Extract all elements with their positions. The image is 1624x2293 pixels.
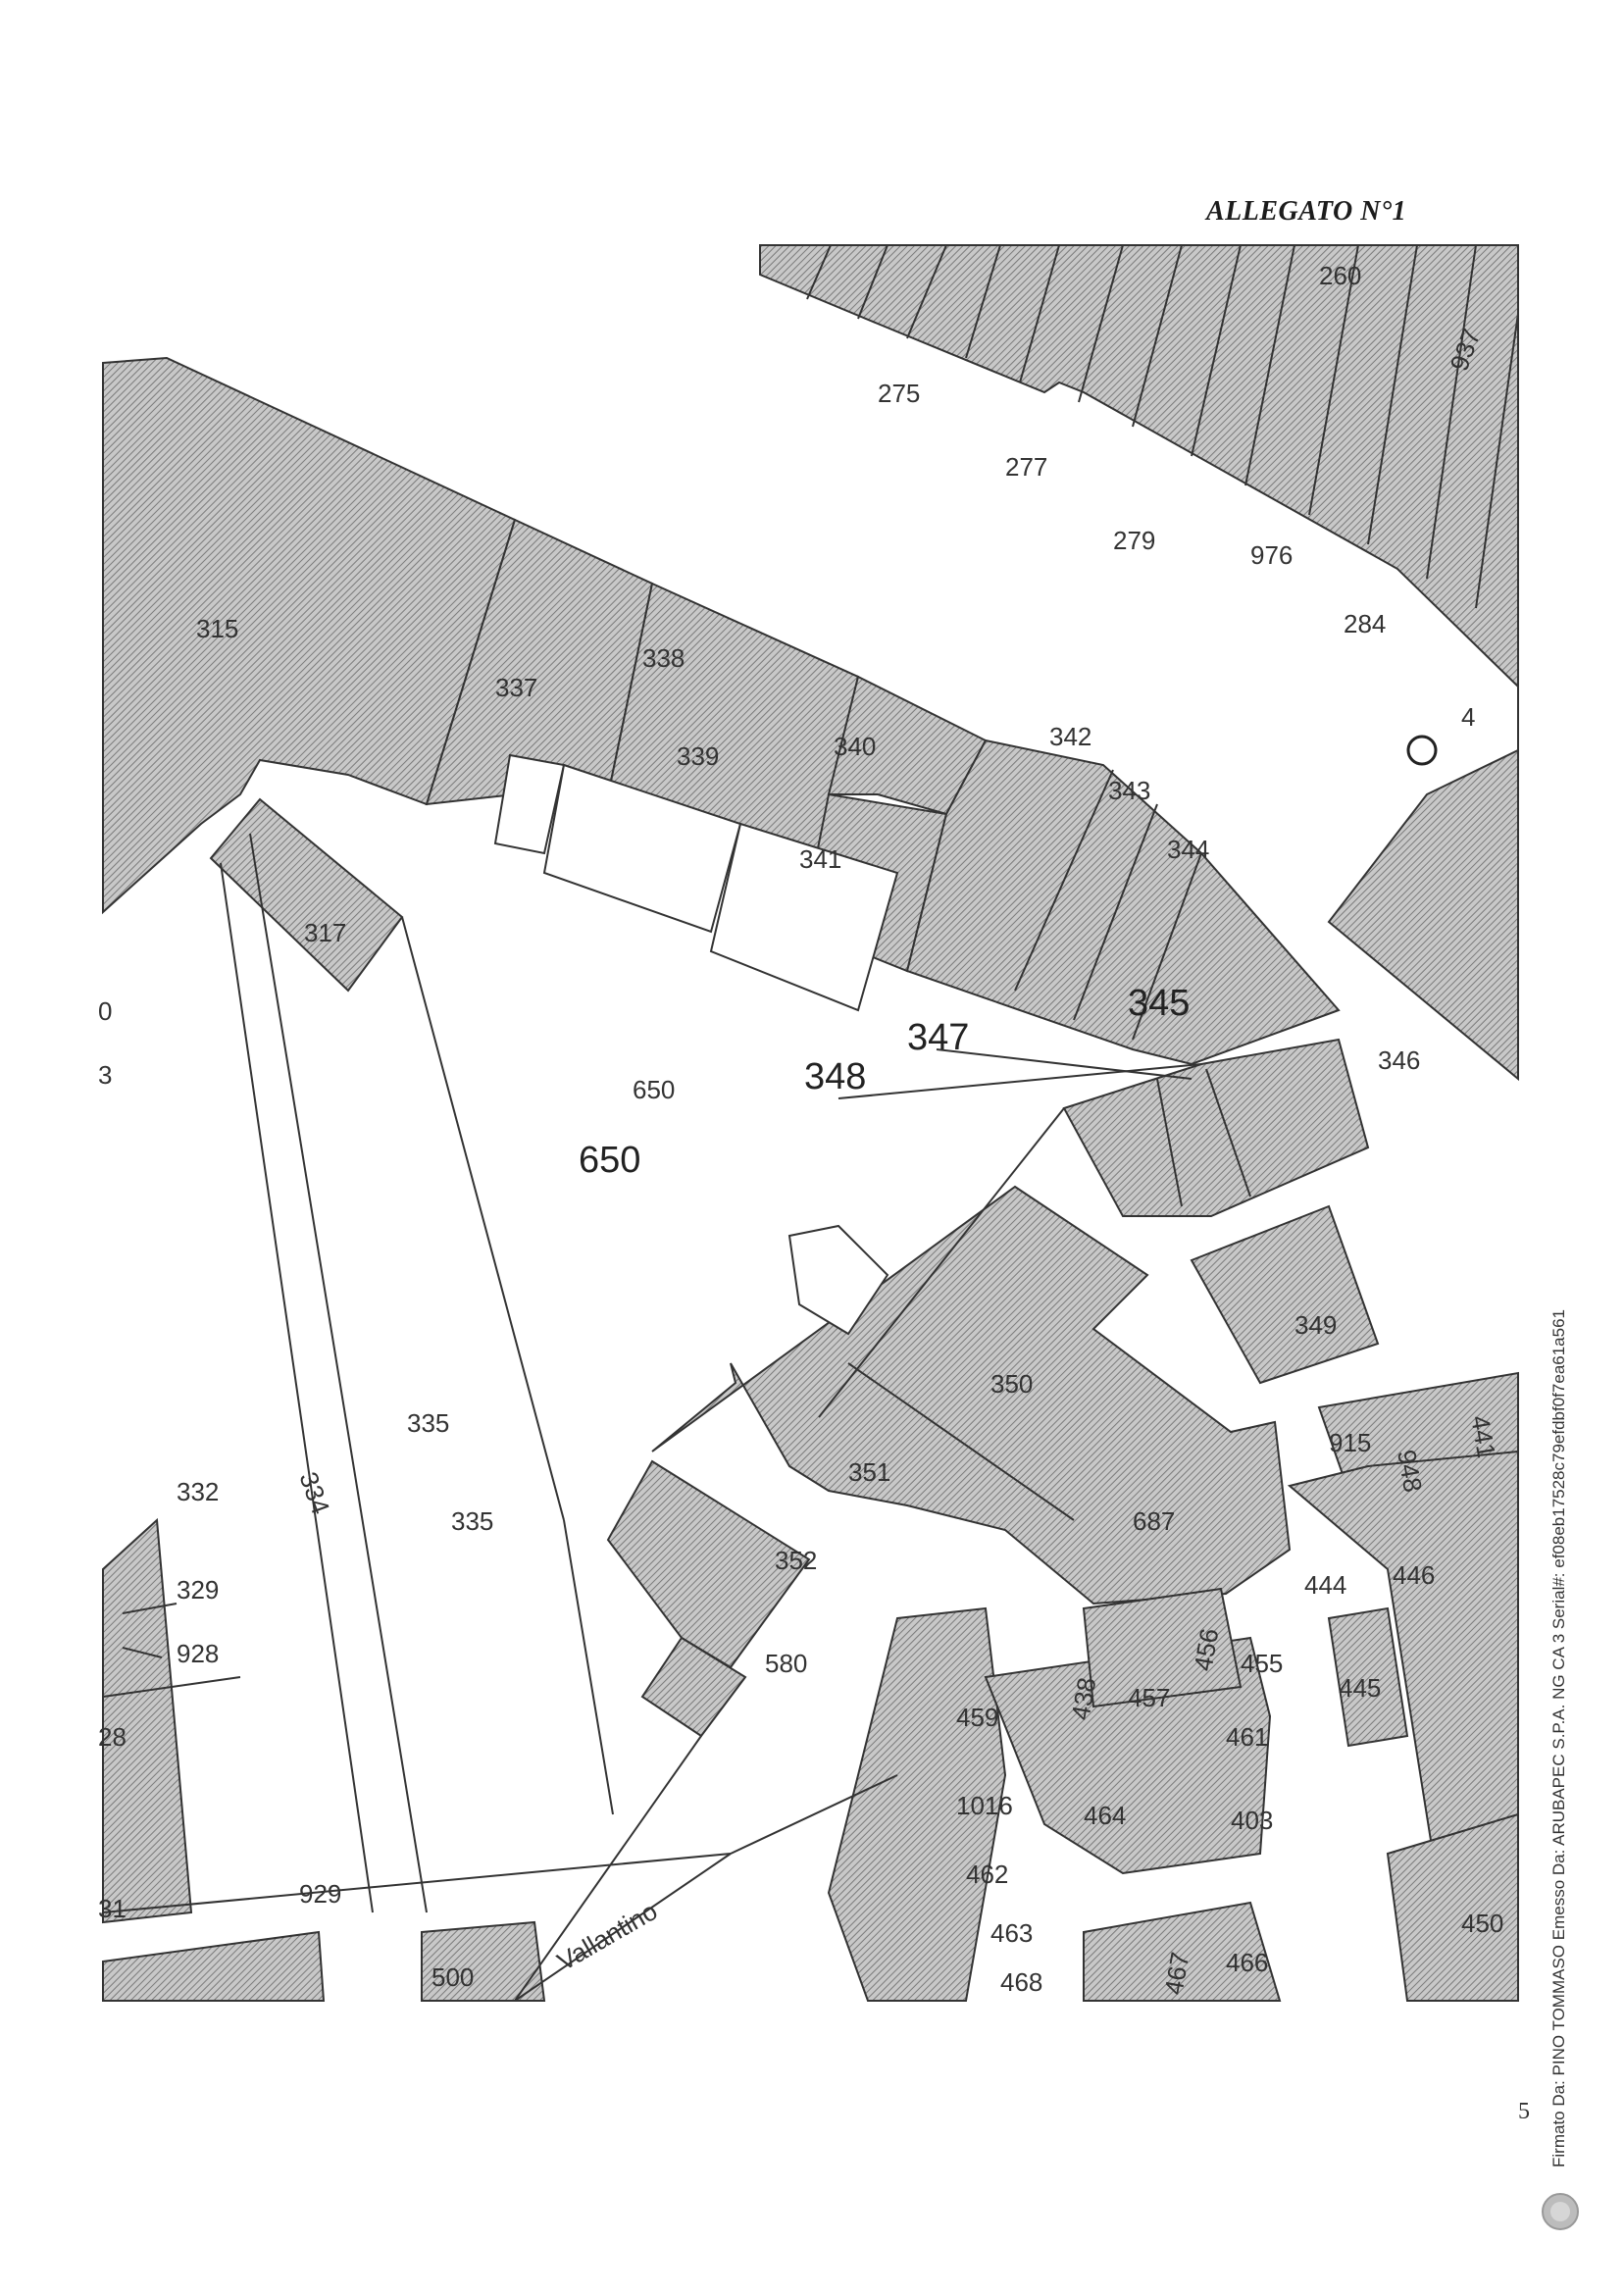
label-466: 466 xyxy=(1226,1948,1268,1977)
parcel-diamond-right xyxy=(1327,748,1519,1082)
label-1016: 1016 xyxy=(956,1791,1013,1820)
label-463: 463 xyxy=(990,1918,1033,1948)
label-441: 441 xyxy=(1465,1413,1501,1460)
page-number: 5 xyxy=(1518,2099,1530,2124)
label-456: 456 xyxy=(1188,1626,1224,1673)
label-347: 347 xyxy=(907,1017,969,1058)
parcel-464-403 xyxy=(984,1636,1272,1875)
parcel-466-467 xyxy=(1083,1901,1282,2002)
parcel-450 xyxy=(1386,1812,1519,2002)
parcel-340 xyxy=(827,675,988,816)
label-459: 459 xyxy=(956,1703,998,1732)
label-446: 446 xyxy=(1393,1560,1435,1590)
north-row-dividers xyxy=(1014,769,1251,1207)
label-976: 976 xyxy=(1250,540,1293,570)
label-337: 337 xyxy=(495,673,537,702)
label-403: 403 xyxy=(1231,1806,1273,1835)
label-461: 461 xyxy=(1226,1722,1268,1752)
strip-dividers xyxy=(806,244,1519,609)
label-road-vallantino: Vallantino xyxy=(552,1896,662,1976)
label-332: 332 xyxy=(177,1477,219,1506)
label-500: 500 xyxy=(431,1962,474,1992)
label-338: 338 xyxy=(642,643,685,673)
label-260: 260 xyxy=(1319,261,1361,290)
label-329: 329 xyxy=(177,1575,219,1605)
label-438: 438 xyxy=(1065,1675,1101,1722)
parcel-28-31 xyxy=(102,1517,193,1924)
label-457: 457 xyxy=(1128,1683,1170,1712)
label-348: 348 xyxy=(804,1056,866,1097)
label-335-lower: 335 xyxy=(451,1506,493,1536)
label-462: 462 xyxy=(966,1860,1008,1889)
label-464: 464 xyxy=(1084,1801,1126,1830)
label-341: 341 xyxy=(799,844,841,874)
parcel-346-348 xyxy=(1062,1038,1370,1217)
parcel-500 xyxy=(421,1920,546,2002)
label-349: 349 xyxy=(1294,1310,1337,1340)
label-687: 687 xyxy=(1133,1506,1175,1536)
label-450: 450 xyxy=(1461,1909,1503,1938)
label-north-marker: 4 xyxy=(1461,702,1475,732)
divider-350-351 xyxy=(847,1362,1075,1521)
label-339: 339 xyxy=(677,741,719,771)
label-284: 284 xyxy=(1344,609,1386,638)
label-edge-0: 0 xyxy=(98,996,112,1026)
label-350: 350 xyxy=(990,1369,1033,1399)
shed-outline xyxy=(787,1224,889,1336)
parcel-labels: 260 275 277 279 976 284 937 4 315 337 33… xyxy=(98,261,1503,1997)
label-580: 580 xyxy=(765,1649,807,1678)
cadastral-map: 260 275 277 279 976 284 937 4 315 337 33… xyxy=(98,244,1519,2002)
label-445: 445 xyxy=(1339,1673,1381,1703)
label-455: 455 xyxy=(1241,1649,1283,1678)
lot-white-b xyxy=(542,763,742,934)
parcel-350-351-687 xyxy=(651,1185,1292,1605)
label-650-small: 650 xyxy=(633,1075,675,1104)
page-header-title: ALLEGATO N°1 xyxy=(1206,196,1407,227)
label-edge-31: 31 xyxy=(98,1894,127,1923)
label-351: 351 xyxy=(848,1457,890,1487)
label-929: 929 xyxy=(299,1879,341,1909)
lot-white-c xyxy=(709,822,899,1012)
label-346: 346 xyxy=(1378,1045,1420,1075)
label-928: 928 xyxy=(177,1639,219,1668)
map-canvas: 260 275 277 279 976 284 937 4 315 337 33… xyxy=(98,244,1519,2002)
parcel-317 xyxy=(209,797,404,993)
label-444: 444 xyxy=(1304,1570,1346,1600)
label-334: 334 xyxy=(293,1468,335,1518)
label-342: 342 xyxy=(1049,722,1091,751)
label-315: 315 xyxy=(196,614,238,643)
parcel-349 xyxy=(1190,1204,1380,1385)
parcel-459-462 xyxy=(827,1606,1007,2002)
label-352: 352 xyxy=(775,1546,817,1575)
boundary-lines xyxy=(102,677,1519,2002)
parcel-strip-top xyxy=(759,244,1519,689)
digital-signature-text: Firmato Da: PINO TOMMASO Emesso Da: ARUB… xyxy=(1549,1308,1568,2167)
label-915: 915 xyxy=(1329,1428,1371,1457)
north-marker-icon xyxy=(1406,735,1438,766)
label-279: 279 xyxy=(1113,526,1155,555)
label-340: 340 xyxy=(834,732,876,761)
label-345: 345 xyxy=(1128,983,1190,1024)
label-948: 948 xyxy=(1392,1448,1428,1495)
label-343: 343 xyxy=(1108,776,1150,805)
label-277: 277 xyxy=(1005,452,1047,482)
label-344: 344 xyxy=(1167,835,1209,864)
label-467: 467 xyxy=(1158,1950,1194,1997)
label-650-large: 650 xyxy=(579,1140,640,1181)
label-335-upper: 335 xyxy=(407,1408,449,1438)
label-275: 275 xyxy=(878,379,920,408)
parcel-315 xyxy=(102,356,517,915)
label-317: 317 xyxy=(304,918,346,947)
seal-icon xyxy=(1542,2193,1579,2230)
lot-white-a xyxy=(493,753,566,855)
parcel-455-457 xyxy=(1082,1587,1243,1708)
parcel-bottom-left xyxy=(102,1930,326,2002)
label-edge-28: 28 xyxy=(98,1722,127,1752)
parcel-445 xyxy=(1327,1606,1409,1748)
label-468: 468 xyxy=(1000,1967,1042,1997)
label-edge-3: 3 xyxy=(98,1060,112,1090)
